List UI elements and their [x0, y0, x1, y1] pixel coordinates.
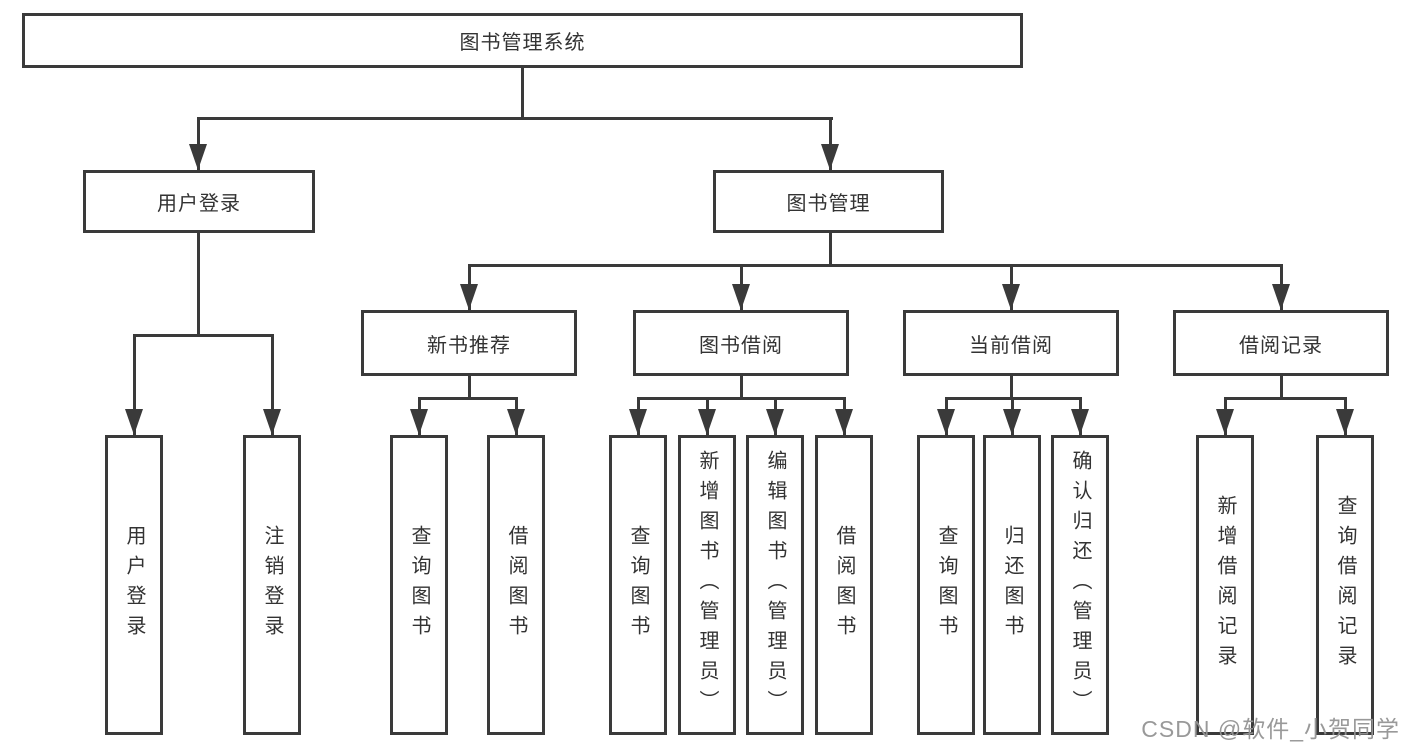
arrowhead-down-icon: [507, 409, 525, 435]
leaf-label: 借阅图书: [505, 525, 527, 645]
arrowhead-down-icon: [937, 409, 955, 435]
arrowhead-down-icon: [410, 409, 428, 435]
node-borrow-records-label: 借阅记录: [1239, 334, 1323, 357]
leaf-label: 借阅图书: [833, 525, 855, 645]
connector-newbooks-drop: [468, 376, 471, 400]
connector-stub-login-leaf: [133, 334, 136, 435]
leaf-records-query: 查询借阅记录: [1316, 435, 1374, 735]
connector-newbooks-branch: [418, 397, 518, 400]
arrowhead-down-icon: [1272, 284, 1290, 310]
node-new-books-label: 新书推荐: [427, 334, 511, 357]
connector-root-branch: [197, 117, 833, 120]
connector-borrowrecords-drop: [1280, 376, 1283, 400]
arrowhead-down-icon: [732, 284, 750, 310]
leaf-label: 查询图书: [627, 525, 649, 645]
leaf-label: 编辑图书（管理员）: [764, 450, 786, 720]
leaf-label: 查询借阅记录: [1334, 495, 1356, 675]
leaf-label: 查询图书: [408, 525, 430, 645]
connector-stub-user-login: [197, 117, 200, 170]
connector-login-branch: [133, 334, 274, 337]
node-new-books: 新书推荐: [361, 310, 577, 376]
connector-login-drop: [197, 233, 200, 337]
node-user-login: 用户登录: [83, 170, 315, 233]
connector-mgmt-branch: [468, 264, 1282, 267]
node-user-login-label: 用户登录: [157, 193, 241, 215]
node-book-borrow: 图书借阅: [633, 310, 849, 376]
arrowhead-down-icon: [766, 409, 784, 435]
node-current-borrow-label: 当前借阅: [969, 334, 1053, 357]
leaf-bookborrow-add-admin: 新增图书（管理员）: [678, 435, 736, 735]
arrowhead-down-icon: [460, 284, 478, 310]
connector-root-drop: [521, 68, 524, 120]
node-root: 图书管理系统: [22, 13, 1023, 68]
leaf-bookborrow-query: 查询图书: [609, 435, 667, 735]
connector-stub-book-mgmt: [829, 117, 832, 170]
arrowhead-down-icon: [629, 409, 647, 435]
leaf-label: 查询图书: [935, 525, 957, 645]
leaf-label: 注销登录: [261, 525, 283, 645]
leaf-records-add: 新增借阅记录: [1196, 435, 1254, 735]
leaf-label: 新增借阅记录: [1214, 495, 1236, 675]
leaf-logout: 注销登录: [243, 435, 301, 735]
connector-currentborrow-drop: [1010, 376, 1013, 400]
arrowhead-down-icon: [1071, 409, 1089, 435]
arrowhead-down-icon: [125, 409, 143, 435]
node-current-borrow: 当前借阅: [903, 310, 1119, 376]
connector-bookborrow-drop: [740, 376, 743, 400]
leaf-bookborrow-edit-admin: 编辑图书（管理员）: [746, 435, 804, 735]
arrowhead-down-icon: [835, 409, 853, 435]
leaf-current-confirm-admin: 确认归还（管理员）: [1051, 435, 1109, 735]
leaf-newbooks-query: 查询图书: [390, 435, 448, 735]
arrowhead-down-icon: [1003, 409, 1021, 435]
connector-bookborrow-branch: [637, 397, 846, 400]
node-book-mgmt-label: 图书管理: [786, 193, 871, 215]
leaf-current-return: 归还图书: [983, 435, 1041, 735]
arrowhead-down-icon: [698, 409, 716, 435]
leaf-newbooks-borrow: 借阅图书: [487, 435, 545, 735]
csdn-watermark: CSDN @软件_小贺同学: [1141, 716, 1400, 742]
arrowhead-down-icon: [1336, 409, 1354, 435]
node-root-label: 图书管理系统: [459, 32, 586, 54]
leaf-user-login: 用户登录: [105, 435, 163, 735]
arrowhead-down-icon: [1002, 284, 1020, 310]
node-book-mgmt: 图书管理: [713, 170, 944, 233]
leaf-label: 新增图书（管理员）: [696, 450, 718, 720]
leaf-label: 确认归还（管理员）: [1069, 450, 1091, 720]
node-borrow-records: 借阅记录: [1173, 310, 1389, 376]
connector-borrowrecords-branch: [1224, 397, 1347, 400]
connector-stub-logout-leaf: [271, 334, 274, 435]
leaf-label: 用户登录: [123, 525, 145, 645]
leaf-label: 归还图书: [1001, 525, 1023, 645]
leaf-current-query: 查询图书: [917, 435, 975, 735]
leaf-bookborrow-borrow: 借阅图书: [815, 435, 873, 735]
arrowhead-down-icon: [1216, 409, 1234, 435]
connector-mgmt-drop: [829, 233, 832, 267]
node-book-borrow-label: 图书借阅: [699, 334, 783, 357]
arrowhead-down-icon: [189, 144, 207, 170]
arrowhead-down-icon: [821, 144, 839, 170]
arrowhead-down-icon: [263, 409, 281, 435]
